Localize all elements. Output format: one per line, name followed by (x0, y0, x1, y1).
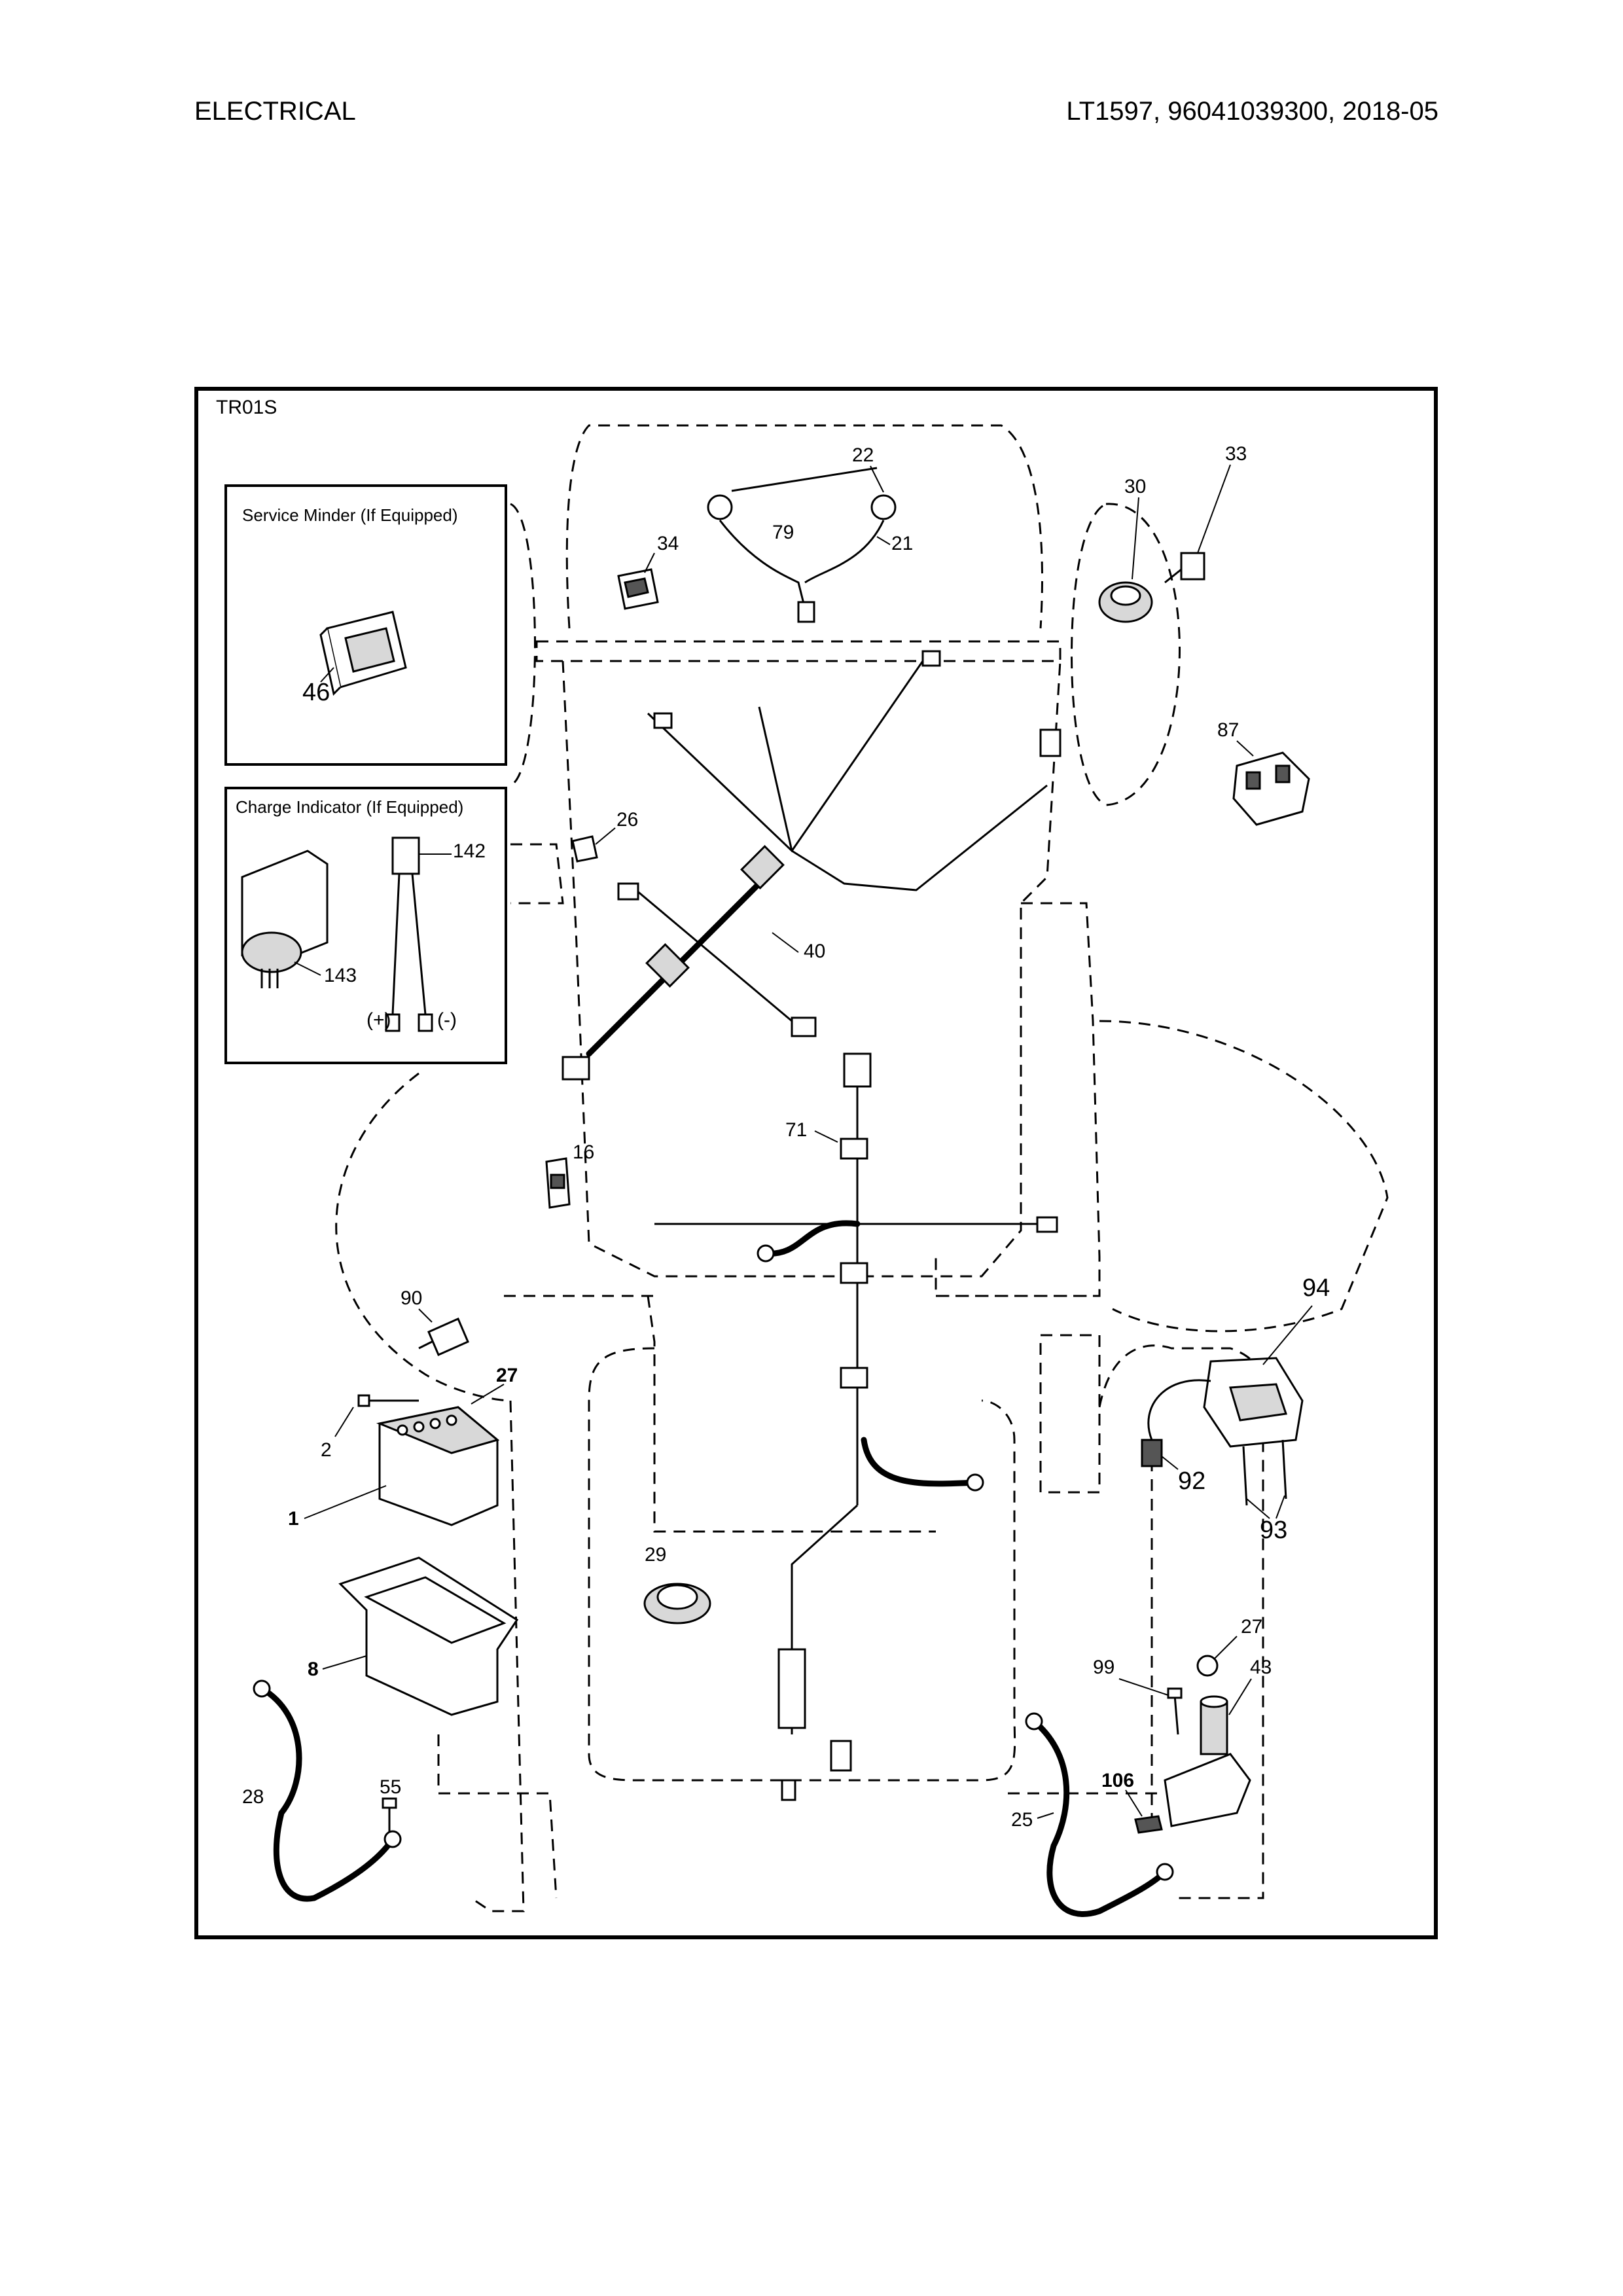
callout-46: 46 (302, 679, 330, 706)
light-switch (617, 568, 659, 610)
callout-8: 8 (308, 1659, 319, 1680)
callout-71: 71 (785, 1119, 807, 1141)
screw-99 (1167, 1687, 1183, 1735)
battery-bolt (357, 1394, 419, 1407)
callout-30: 30 (1124, 476, 1146, 497)
service-minder-title: Service Minder (If Equipped) (242, 505, 457, 525)
callout-27-solenoid: 27 (1241, 1616, 1262, 1638)
callout-79: 79 (772, 522, 794, 543)
callout-142: 142 (453, 840, 486, 862)
callout-94: 94 (1302, 1274, 1330, 1302)
battery-cable-positive (1031, 1718, 1168, 1917)
callout-143: 143 (324, 965, 357, 986)
switch-90 (418, 1318, 469, 1356)
callout-21: 21 (891, 533, 913, 554)
relay (1232, 751, 1310, 826)
model-info: LT1597, 96041039300, 2018-05 (1066, 97, 1438, 126)
battery-tray (338, 1556, 519, 1716)
rear-wire-harness (654, 1052, 1058, 1801)
ignition-key (1164, 552, 1205, 584)
connector-92 (1141, 1379, 1211, 1467)
section-title: ELECTRICAL (194, 97, 356, 126)
starter-solenoid (1164, 1695, 1251, 1827)
battery (376, 1406, 500, 1526)
polarity-plus: (+) (366, 1009, 391, 1031)
callout-1: 1 (288, 1508, 299, 1530)
callout-40: 40 (804, 941, 825, 962)
ignition-switch (1098, 581, 1153, 623)
service-minder-inset: Service Minder (If Equipped) 46 (224, 484, 507, 766)
callout-55: 55 (380, 1776, 401, 1798)
charge-indicator-gauge (241, 850, 329, 988)
battery-cable-negative (259, 1685, 396, 1902)
control-module (1203, 1357, 1304, 1448)
callout-28: 28 (242, 1786, 264, 1808)
charge-indicator-title: Charge Indicator (If Equipped) (236, 797, 463, 817)
callout-33: 33 (1225, 443, 1247, 465)
callout-34: 34 (657, 533, 679, 554)
callout-29: 29 (645, 1544, 666, 1566)
clip-106 (1134, 1815, 1163, 1834)
callout-43: 43 (1250, 1657, 1272, 1678)
callout-22: 22 (852, 444, 874, 466)
diagram-frame (194, 387, 1438, 1939)
callout-99: 99 (1093, 1657, 1115, 1678)
callout-90: 90 (401, 1287, 422, 1309)
callout-106: 106 (1101, 1770, 1134, 1791)
charge-indicator-harness (385, 836, 433, 1032)
callout-25: 25 (1011, 1809, 1033, 1831)
callout-92: 92 (1178, 1467, 1205, 1495)
bolt-55 (382, 1797, 397, 1833)
fuse-holder (571, 835, 598, 863)
callout-87: 87 (1217, 719, 1239, 741)
callout-26: 26 (616, 809, 638, 831)
callout-2: 2 (321, 1439, 332, 1461)
callout-27-nut: 27 (496, 1365, 518, 1386)
connector-16 (545, 1157, 571, 1209)
main-wire-harness (562, 650, 1061, 1081)
polarity-minus: (-) (437, 1009, 457, 1031)
service-minder-module (319, 611, 407, 696)
screws-93 (1242, 1439, 1287, 1506)
nut-27 (1196, 1655, 1219, 1677)
callout-93: 93 (1260, 1516, 1287, 1544)
callout-16: 16 (573, 1141, 594, 1163)
headlight-harness (707, 467, 897, 623)
diagram-code: TR01S (216, 397, 277, 418)
grommet-29 (643, 1583, 711, 1624)
charge-indicator-inset: Charge Indicator (If Equipped) 142 143 (… (224, 787, 507, 1064)
